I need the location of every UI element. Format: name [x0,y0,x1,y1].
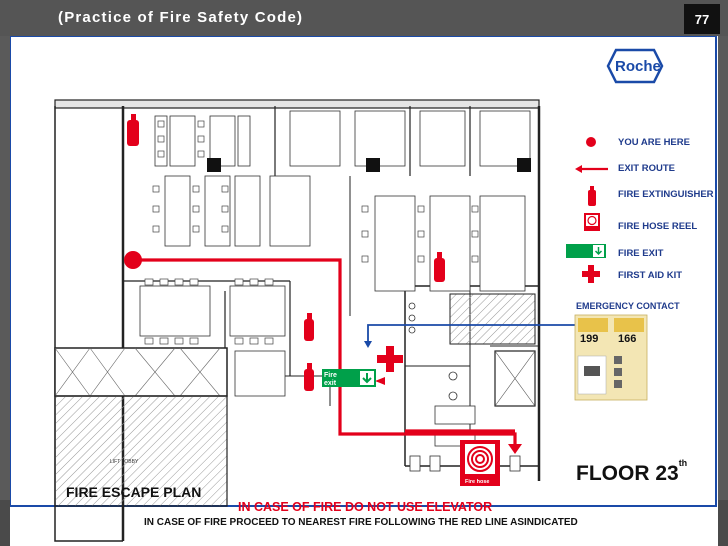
fire-exit-sign-icon [566,244,606,258]
exit-route-arrow-icon [575,165,582,173]
emergency-contact-pointer [367,324,575,341]
legend-label-first-aid-kit: FIRST AID KIT [618,270,683,281]
slide-title: (Practice of Fire Safety Code) [58,9,304,26]
elevator-warning: IN CASE OF FIRE DO NOT USE ELEVATOR [238,500,493,514]
structural-columns [207,158,531,172]
fire-extinguisher-icon [588,186,596,206]
page-number: 77 [684,4,720,34]
emergency-contact-pointer-head [364,341,372,348]
legend-icons [566,137,608,283]
service-core [449,293,536,345]
legend-label-fire-exit: FIRE EXIT [618,248,664,259]
route-arrow-small [375,377,385,385]
fire-hose-reel-plan-icon [460,440,500,486]
you-are-here-icon [586,137,596,147]
chair-markers [144,120,479,345]
service-lift-cross [494,350,536,407]
legend-label-exit-route: EXIT ROUTE [618,163,676,174]
floor-label: FLOOR 23th [576,458,687,486]
lift-lobby [54,347,228,507]
emergency-contact-poster [574,314,648,401]
fire-exit-sign-line2: exit [324,380,337,387]
exit-route-lines [135,258,517,444]
plan-title: FIRE ESCAPE PLAN [66,484,202,500]
you-are-here-marker-icon [124,251,142,269]
roche-logo-icon [606,48,664,84]
floor-number: FLOOR 23 [576,462,679,485]
roche-logo-text: Roche [615,58,661,75]
fire-exit-sign-plan [322,369,376,387]
slide-header-bar: (Practice of Fire Safety Code) 77 [0,0,728,36]
fire-extinguisher-icons [127,114,445,391]
fire-escape-plan-sheet: LIFT LOBBY [10,36,718,546]
lift-lobby-label: LIFT LOBBY [110,459,139,465]
legend-label-fire-extinguisher: FIRE EXTINGUISHER [618,189,714,200]
fire-hose-sign-label: Fire hose [465,479,489,485]
emergency-contact-heading: EMERGENCY CONTACT [576,301,680,311]
legend-label-fire-hose-reel: FIRE HOSE REEL [618,221,698,232]
route-instruction: IN CASE OF FIRE PROCEED TO NEAREST FIRE … [144,517,578,528]
floor-plan-drawing: LIFT LOBBY [10,36,717,542]
contact-number-1: 199 [580,333,598,345]
fire-exit-sign-line1: Fire [324,372,337,379]
fire-hose-reel-icon [584,213,600,231]
legend-label-you-are-here: YOU ARE HERE [618,137,690,148]
first-aid-cross-plan-icon [377,346,403,372]
exit-route-arrowhead [508,444,522,454]
floor-suffix: th [678,458,688,468]
contact-number-2: 166 [618,333,636,345]
first-aid-cross-icon [582,265,600,283]
office-desks [139,110,531,397]
